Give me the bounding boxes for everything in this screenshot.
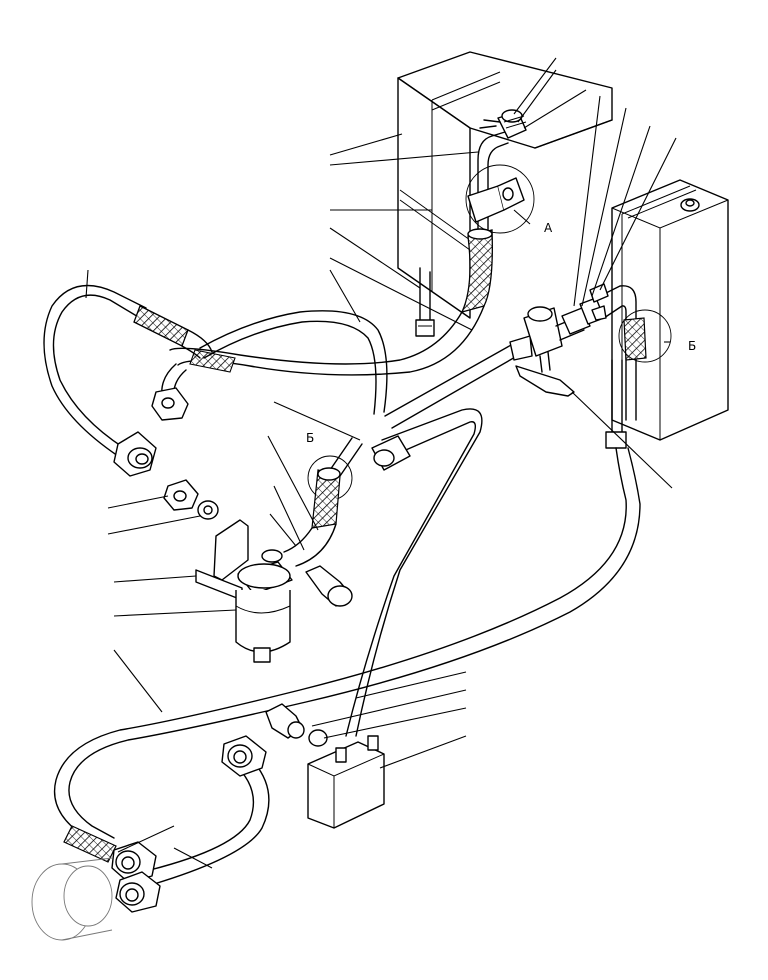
fuel-filter (195, 519, 293, 663)
right-tank-hose (53, 309, 672, 849)
loose-washer (197, 500, 219, 520)
tap-handle (515, 365, 575, 397)
left-fuel-tank (397, 51, 613, 319)
detail-a-label: А (544, 221, 553, 235)
pipe-clamp (467, 177, 525, 223)
right-fuel-tank (611, 179, 729, 441)
diagonal-long-hose (345, 408, 483, 737)
upper-left-hose-nut (113, 431, 157, 477)
tank-drain-pipe (415, 267, 435, 337)
fuel-distribution-tap (384, 283, 637, 429)
detail-b-right-label: Б (688, 339, 696, 353)
detail-b-left-label: Б (306, 431, 314, 445)
left-tank-outlet-pipe (460, 109, 535, 313)
bottom-hose-loop (31, 735, 270, 941)
small-bolt (265, 703, 305, 739)
detail-b-right-circle (618, 309, 672, 363)
bottom-hose-nut-upper (221, 735, 267, 777)
loose-nut (163, 479, 199, 511)
small-washer (308, 729, 328, 747)
tank-filler-cap (680, 198, 700, 212)
pump-outline (31, 857, 113, 941)
outlet-fitting-top (497, 109, 527, 139)
banjo-bolt (305, 565, 353, 607)
detail-a-circle (465, 164, 535, 234)
outlet-braided-hose (460, 228, 493, 313)
center-return-hose (169, 305, 485, 376)
middle-left-hose (151, 310, 388, 421)
upper-left-hose (43, 284, 213, 477)
sensor-box (307, 735, 385, 829)
bottom-hose-nut-lower (111, 841, 161, 913)
filter-connection-pipe (283, 437, 363, 567)
leader-lines (85, 57, 677, 869)
